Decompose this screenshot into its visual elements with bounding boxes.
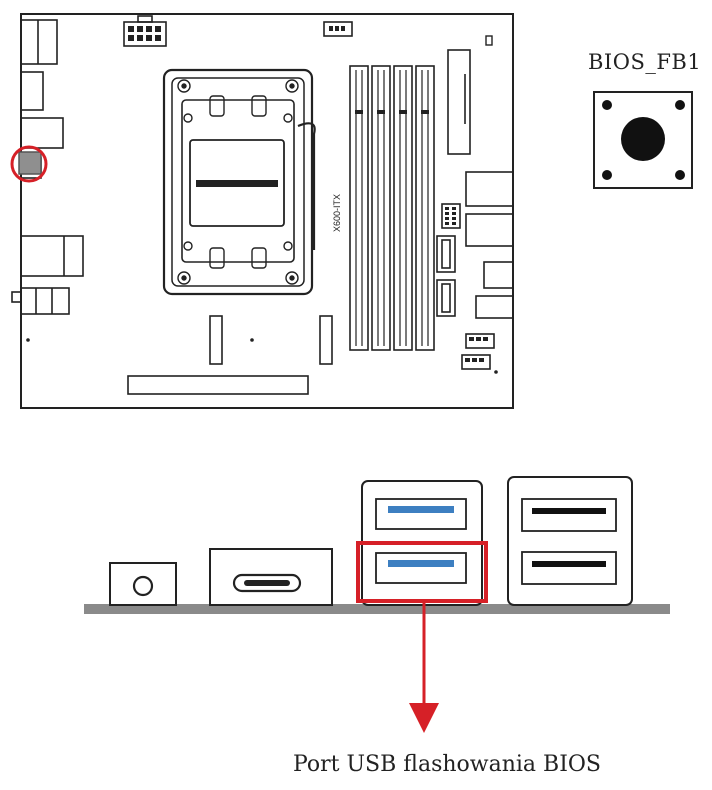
fan-header-top: [323, 21, 353, 37]
m2-slot-left: [209, 315, 223, 365]
bios-flash-port-caption: Port USB flashowania BIOS: [293, 752, 601, 777]
dimm-slots: [349, 65, 435, 351]
bios-fb1-label: BIOS_FB1: [588, 50, 702, 74]
bios-usb-port-highlight: [356, 541, 488, 603]
right-components: [436, 49, 514, 370]
usb3-tab-lower: [388, 560, 454, 567]
usb3-tab-upper: [388, 506, 454, 513]
bios-button-detail: [593, 91, 693, 189]
small-jumper: [485, 35, 493, 46]
bios-button-onboard: [18, 151, 42, 175]
cpu-socket: [162, 68, 316, 296]
motherboard: X600-ITX: [10, 13, 514, 409]
usb2-stack: [507, 476, 633, 606]
bios-button-highlight: [10, 145, 48, 183]
rear-io-detail: [84, 476, 670, 733]
m2-slot-right: [319, 315, 333, 365]
cpu-power-connector: [123, 15, 167, 47]
pcie-slot: [127, 375, 309, 395]
board-model-text: X600-ITX: [332, 194, 342, 232]
bios-flash-button-rear: [109, 562, 177, 606]
usb-c-port: [209, 548, 333, 606]
io-rail: [84, 604, 670, 614]
